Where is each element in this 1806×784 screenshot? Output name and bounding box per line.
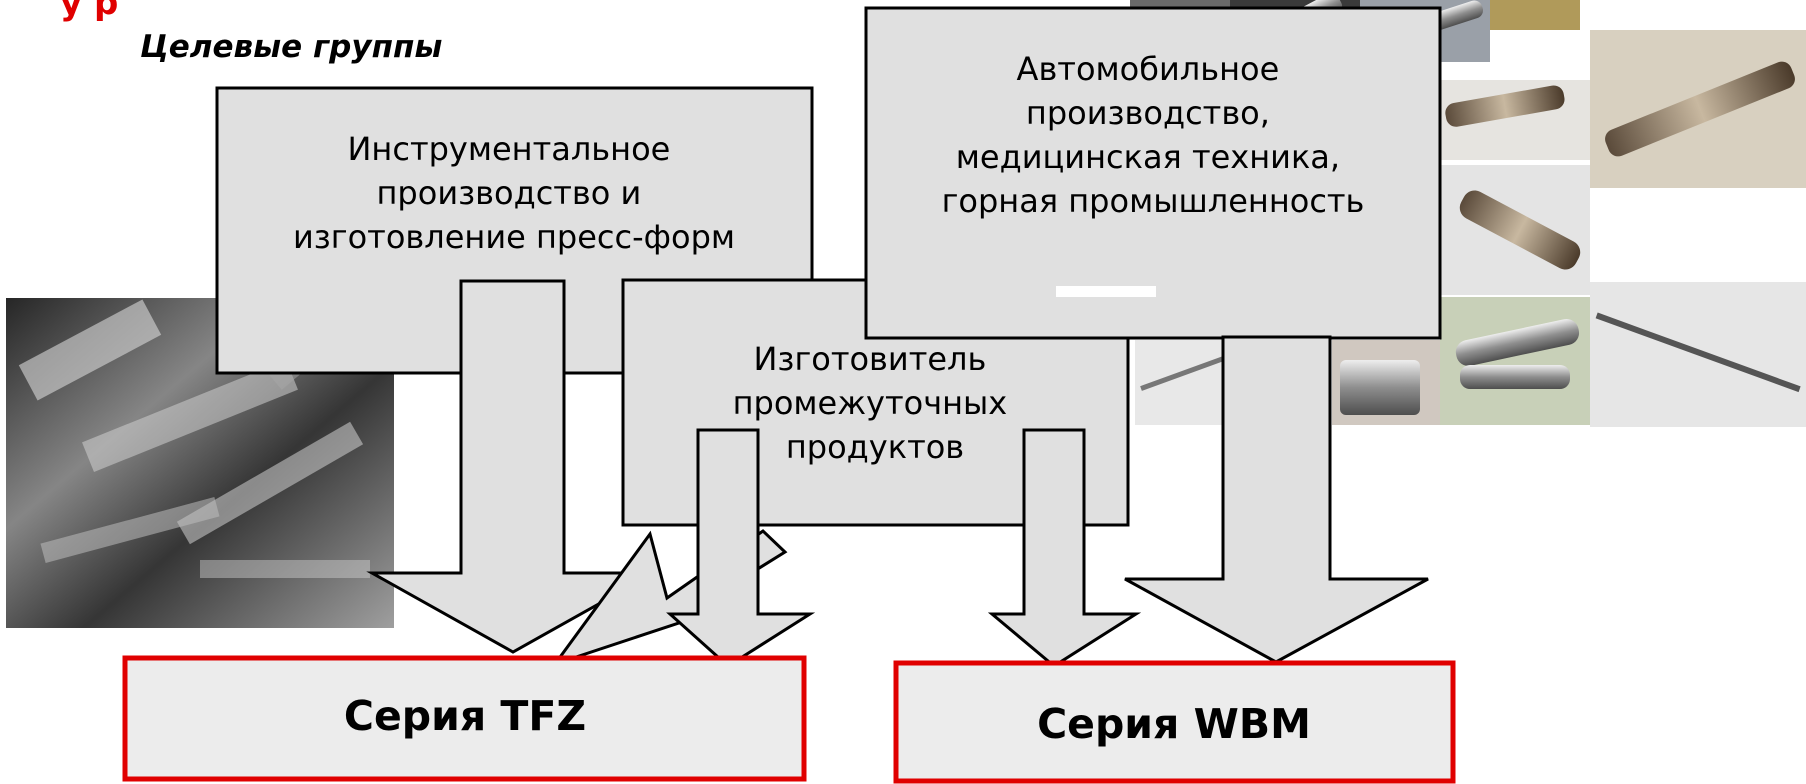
series-tfz-label: Серия TFZ — [344, 692, 586, 740]
tooling-line-3: изготовление пресс-форм — [293, 218, 735, 256]
series-wbm-label: Серия WBM — [1037, 700, 1311, 748]
arrow-tooling-to-tfz — [366, 279, 660, 654]
mold-photo — [6, 294, 394, 628]
svg-text:Автомобильное производст: Автомобильное производство, медицинская … — [942, 50, 1365, 220]
automotive-line-2: производство, — [1026, 94, 1270, 132]
svg-text:Изготовитель промежуточн: Изготовитель промежуточных продуктов — [733, 340, 1018, 466]
arrow-intermediate-to-tfz — [666, 428, 816, 668]
intermediate-line-1: Изготовитель — [753, 340, 986, 378]
series-tfz-box: Серия TFZ — [122, 655, 807, 782]
arrow-automotive-to-wbm — [1124, 335, 1429, 664]
automotive-line-1: Автомобильное — [1017, 50, 1280, 88]
section-subtitle: Целевые группы — [140, 29, 442, 65]
automotive-line-4: горная промышленность — [942, 182, 1365, 220]
automotive-box-highlight-bar — [1056, 286, 1156, 297]
tooling-line-1: Инструментальное — [347, 130, 670, 168]
arrow-intermediate-to-wbm — [987, 428, 1142, 668]
box-automotive-medical-mining: Автомобильное производство, медицинская … — [864, 6, 1442, 340]
intermediate-line-2: промежуточных — [733, 384, 1008, 422]
slide-title-partial: у р — [60, 0, 118, 23]
svg-text:Инструментальное произво: Инструментальное производство и изготовл… — [293, 130, 735, 256]
intermediate-line-3: продуктов — [786, 428, 964, 466]
automotive-line-3: медицинская техника, — [956, 138, 1340, 176]
series-wbm-box: Серия WBM — [893, 660, 1456, 784]
tooling-line-2: производство и — [377, 174, 642, 212]
